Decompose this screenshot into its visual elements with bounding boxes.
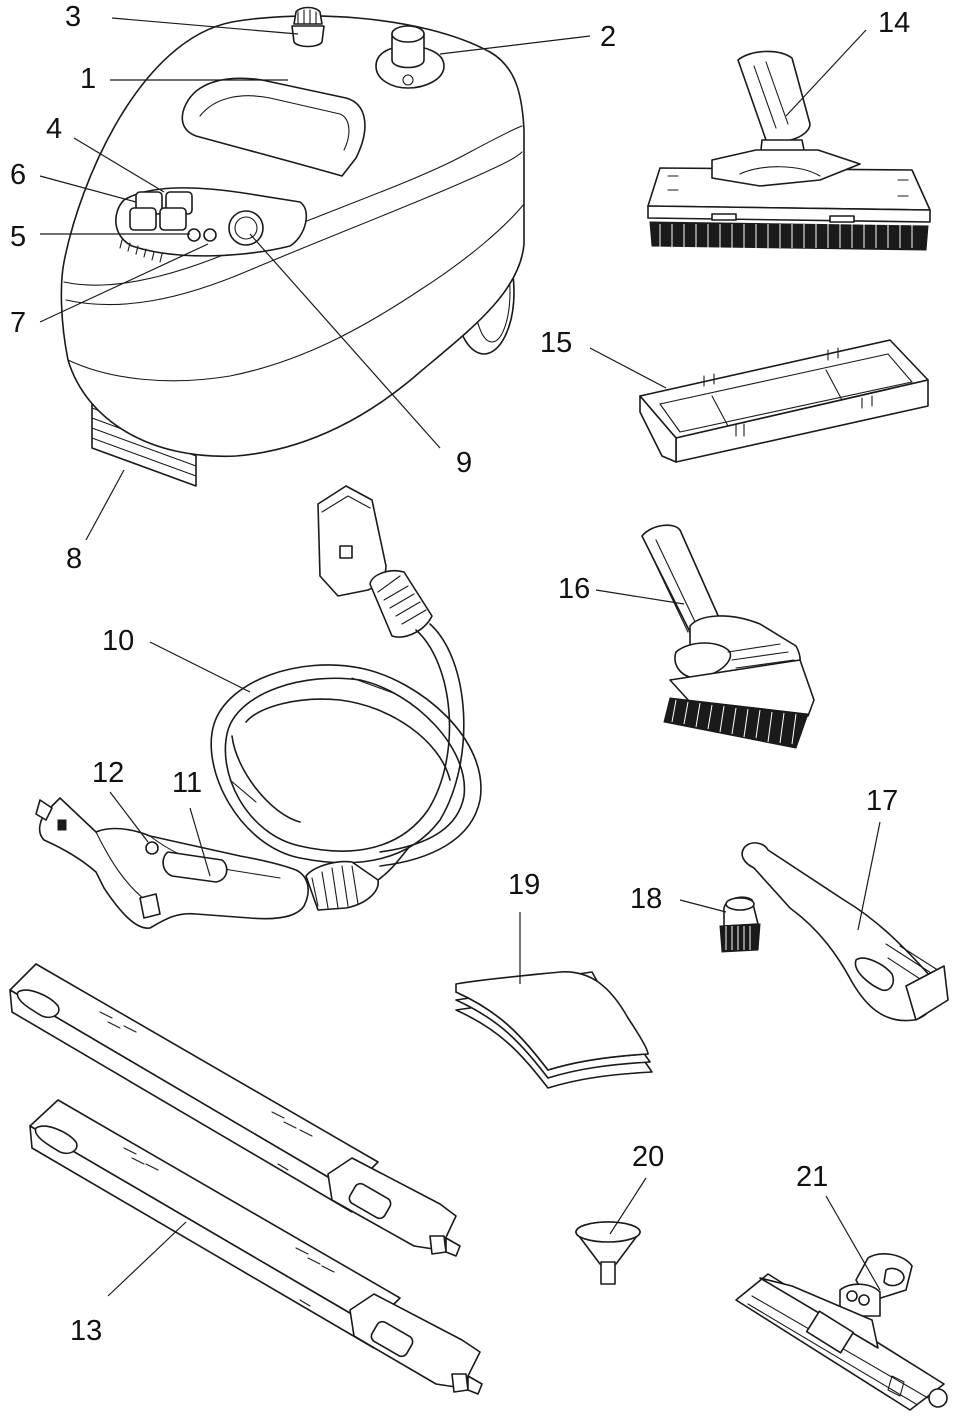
lock-button-12 <box>145 841 159 855</box>
control-panel <box>115 187 308 263</box>
leader-lines <box>39 17 881 1297</box>
callout-20: 20 <box>632 1141 664 1173</box>
callout-1: 1 <box>80 63 96 95</box>
window-squeegee-21 <box>735 1253 948 1411</box>
extension-tube-lower <box>29 1099 483 1395</box>
callout-13: 13 <box>70 1315 102 1347</box>
funnel-20 <box>575 1221 641 1285</box>
safety-cap-3 <box>291 6 325 48</box>
callout-11: 11 <box>172 767 202 799</box>
steam-cleaner-body <box>60 6 525 487</box>
callout-16: 16 <box>558 573 590 605</box>
callout-6: 6 <box>10 159 26 191</box>
trigger-11 <box>162 851 228 883</box>
callout-14: 14 <box>878 7 910 39</box>
callout-4: 4 <box>46 113 62 145</box>
hand-brush-16 <box>641 524 815 749</box>
callout-10: 10 <box>102 625 134 657</box>
callout-5: 5 <box>10 221 26 253</box>
pressure-knob-9 <box>228 210 264 246</box>
callout-8: 8 <box>66 543 82 575</box>
round-brush-18 <box>719 896 761 953</box>
callout-9: 9 <box>456 447 472 479</box>
callout-21: 21 <box>796 1161 828 1193</box>
cloth-19 <box>455 971 653 1089</box>
callout-18: 18 <box>630 883 662 915</box>
boiler-cap-2 <box>375 25 445 89</box>
callout-19: 19 <box>508 869 540 901</box>
indicator-lamp-5 <box>187 228 201 242</box>
callout-12: 12 <box>92 757 124 789</box>
callout-2: 2 <box>600 21 616 53</box>
extension-tube-upper <box>9 963 461 1257</box>
callout-3: 3 <box>65 1 81 33</box>
callout-17: 17 <box>866 785 898 817</box>
callout-labels: 3 1 2 4 6 5 7 9 8 10 12 11 13 14 15 16 1… <box>10 1 910 1347</box>
callout-15: 15 <box>540 327 572 359</box>
steam-hose-assembly <box>35 485 482 929</box>
floor-brush-14 <box>647 50 931 251</box>
tray-15 <box>639 339 929 463</box>
carry-handle <box>181 77 366 177</box>
detail-nozzle-17 <box>741 842 949 1022</box>
callout-7: 7 <box>10 307 26 339</box>
